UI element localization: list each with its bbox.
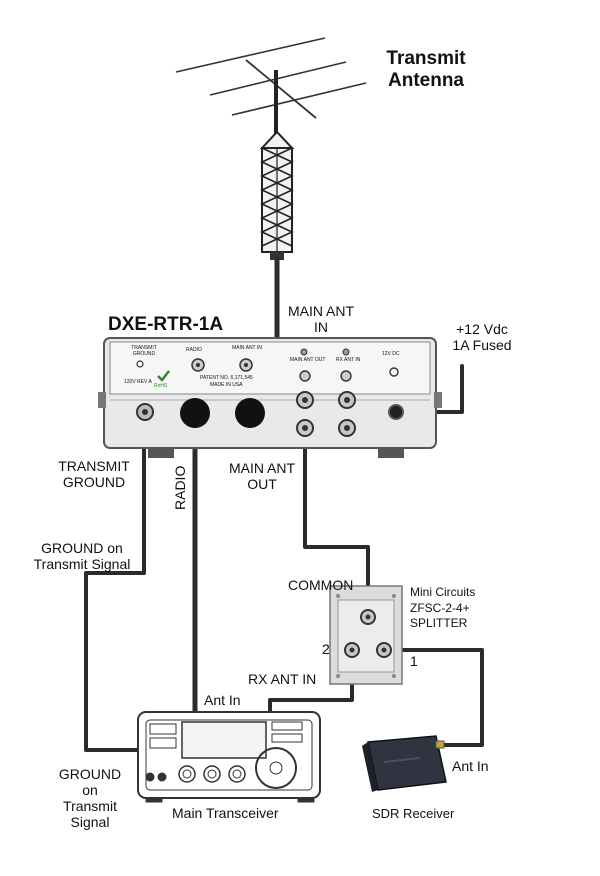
main-ant-in-connector [235, 398, 265, 428]
power-label-line2: 1A Fused [452, 337, 512, 354]
panel-label-rx-ant-in: RX ANT IN [336, 357, 361, 363]
panel-label-main-ant-in: MAIN ANT IN [232, 345, 262, 351]
cable-main-ant-out-splitter [303, 428, 370, 614]
sdr-receiver-drawing [362, 735, 447, 792]
sdr-ant-in-label: Ant In [452, 758, 489, 774]
ground-bottom-label-line1: GROUND [58, 766, 122, 782]
splitter-label: Mini Circuits ZFSC-2-4+ SPLITTER [410, 585, 475, 632]
main-ant-out-label-line2: OUT [247, 476, 277, 493]
main-ant-out-label: MAIN ANT OUT [222, 460, 302, 492]
transmit-ground-label: TRANSMIT GROUND [50, 458, 138, 490]
main-ant-in-label-line2: IN [314, 319, 328, 336]
antenna-tower [259, 130, 295, 260]
splitter-body [329, 585, 403, 685]
antenna-label-line2: Antenna [388, 69, 464, 91]
splitter-label-line2: ZFSC-2-4+ [410, 600, 470, 615]
power-jack [388, 404, 404, 420]
radio-cable-label: RADIO [172, 465, 188, 510]
power-label: +12 Vdc 1A Fused [436, 321, 528, 353]
ground-bottom-label-line4: Signal [70, 814, 110, 831]
power-label-line1: +12 Vdc [456, 321, 508, 337]
splitter-label-line1: Mini Circuits [410, 585, 476, 599]
splitter-label-line3: SPLITTER [410, 616, 468, 631]
common-label: COMMON [288, 577, 354, 593]
sdr-receiver-label: SDR Receiver [372, 806, 455, 821]
cable-splitter-sdr [382, 648, 484, 747]
main-ant-out-label-line1: MAIN ANT [228, 460, 296, 476]
panel-label-rohs: RoHS [154, 383, 168, 389]
panel-label-patent: PATENT NO. 6,171,545 [200, 375, 253, 381]
radio-connector [180, 398, 210, 428]
main-transceiver-label: Main Transceiver [172, 805, 279, 821]
panel-label-dc: 12V DC [382, 351, 400, 357]
cable-transmit-ground [84, 410, 146, 752]
main-ant-in-label-line1: MAIN ANT [287, 303, 355, 319]
rx-ant-in-label: RX ANT IN [248, 671, 317, 687]
main-transceiver-drawing [137, 711, 321, 803]
panel-label-main-ant-out: MAIN ANT OUT [290, 357, 326, 363]
panel-label-made-in: MADE IN USA [210, 382, 243, 388]
transceiver-ant-in-label: Ant In [204, 692, 241, 708]
ground-bottom-label-line2: on [82, 782, 98, 799]
ground-on-signal-label-line1: GROUND on [41, 540, 123, 556]
transmit-ground-label-line1: TRANSMIT [58, 458, 130, 474]
splitter-port-2-label: 2 [322, 641, 330, 657]
ground-bottom-label: GROUND on Transmit Signal [50, 766, 130, 830]
antenna-label-line1: Transmit [386, 48, 466, 69]
panel-label-transmit-ground: TRANSMIT GROUND [131, 345, 157, 357]
ground-on-signal-label: GROUND on Transmit Signal [20, 540, 144, 572]
transmit-ground-label-line2: GROUND [62, 474, 126, 491]
ground-on-signal-label-line2: Transmit Signal [33, 556, 131, 573]
antenna-label: Transmit Antenna [370, 48, 482, 92]
panel-label-rev: 120V REV A [124, 379, 152, 385]
panel-label-radio: RADIO [186, 347, 202, 353]
device-model-title: DXE-RTR-1A [108, 314, 224, 335]
ground-bottom-label-line3: Transmit [63, 798, 117, 815]
main-ant-in-label: MAIN ANT IN [282, 303, 360, 335]
transmit-antenna [175, 37, 367, 141]
dxe-rtr-1a-unit [98, 337, 442, 458]
splitter-port-1-label: 1 [410, 653, 418, 669]
